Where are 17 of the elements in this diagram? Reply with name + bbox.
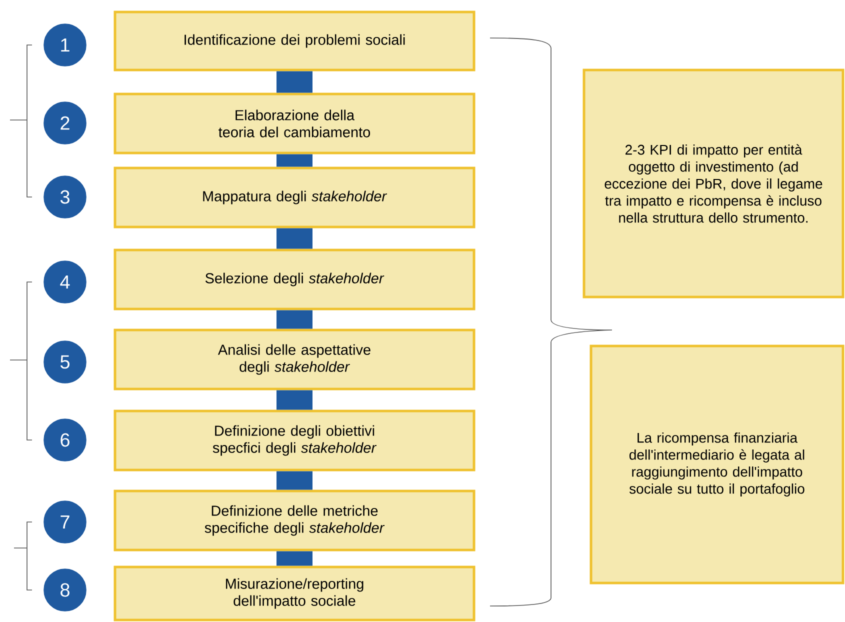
step-box: Misurazione/reporting dell'impatto sociale	[114, 566, 476, 622]
connector-bar	[276, 228, 312, 249]
step-box: Mappatura degli stakeholder	[114, 166, 476, 228]
note-box: 2-3 KPI di impatto per entità oggetto di investimento (ad eccezione dei PbR, dove il legame tra impatto e ricompensa è incluso nella struttura dello strumento.	[582, 68, 844, 298]
connector-bar	[276, 471, 312, 490]
connector-bar	[276, 154, 312, 167]
step-box: Definizione delle metriche specifiche degli stakeholder	[114, 490, 476, 552]
note-box: La ricompensa finanziaria dell'intermediario è legata al raggiungimento dell'impatto sociale su tutto il portafoglio	[590, 344, 844, 584]
connector-bar	[276, 551, 312, 566]
step-box: Analisi delle aspettative degli stakeholder	[114, 328, 476, 390]
step-box: Elaborazione della teoria del cambiamento	[114, 92, 476, 154]
connector-bar	[276, 71, 312, 93]
step-box: Selezione degli stakeholder	[114, 248, 476, 310]
step-box: Definizione degli obiettivi specfici degli stakeholder	[114, 410, 476, 472]
step-box: Identificazione dei problemi sociali	[114, 10, 476, 72]
connector-bar	[276, 390, 312, 410]
connector-bar	[276, 310, 312, 329]
